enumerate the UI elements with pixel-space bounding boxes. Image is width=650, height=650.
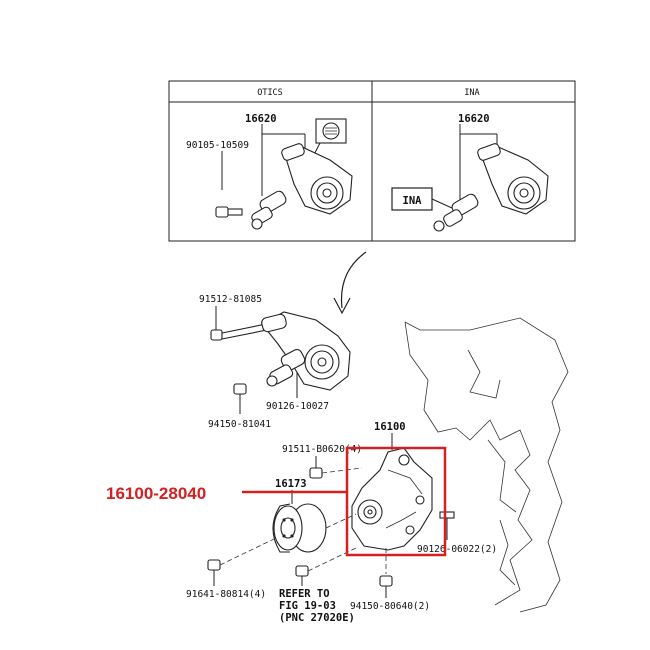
otics-tensioner-icon (251, 143, 353, 230)
pump-bolt-callout: 91511-B0620(4) (282, 444, 362, 468)
pulley-bolt-label: 91641-80814(4) (186, 589, 266, 600)
pump-nut-icon (379, 548, 393, 587)
otics-panel: 16620 90105-10509 (186, 113, 353, 230)
pulley-label: 16173 (275, 478, 307, 490)
pump-stud-label: 90126-06022(2) (417, 544, 497, 555)
refer-line-2: FIG 19-03 (279, 600, 336, 612)
otics-detail-circle (301, 118, 347, 179)
ina-badge-label: INA (403, 195, 423, 207)
otics-bolt-label: 90105-10509 (186, 140, 249, 151)
water-pump-callout: 16100 (374, 421, 406, 450)
ina-tensioner-icon (433, 143, 549, 232)
refer-line-1: REFER TO (279, 588, 330, 600)
refer-line-3: (PNC 27020E) (279, 612, 355, 624)
engine-block-outline (404, 317, 569, 613)
pump-bolt-label: 91511-B0620(4) (282, 444, 362, 455)
otics-bolt-icon (215, 206, 243, 218)
ina-panel: 16620 INA (391, 113, 549, 232)
pump-nut-callout: 94150-80640(2) (350, 586, 430, 612)
pump-bolt-icon (309, 467, 363, 479)
reference-arrow (333, 251, 367, 315)
pulley-icon (272, 503, 357, 553)
pump-stud-icon (439, 511, 455, 519)
tensioner-assembly-icon (261, 311, 351, 391)
pulley-bolt-icon (207, 537, 277, 571)
tensioner-stud-callout: 90126-10027 (266, 372, 329, 412)
highlight-callout: 16100-28040 (106, 446, 447, 557)
pulley-bolt-callout: 91641-80814(4) (186, 570, 266, 600)
pump-nut-label: 94150-80640(2) (350, 601, 430, 612)
water-pump-icon (351, 447, 433, 551)
tensioner-nut-icon (233, 383, 247, 395)
variant-inset-box: OTICS INA (168, 80, 576, 242)
tensioner-stud-label: 90126-10027 (266, 401, 329, 412)
tensioner-nut-callout: 94150-81041 (208, 394, 271, 430)
tensioner-bolt-label: 91512-81085 (199, 294, 262, 305)
header-otics: OTICS (257, 88, 283, 98)
highlight-part-number: 16100-28040 (106, 484, 206, 503)
tensioner-bolt-callout: 91512-81085 (199, 294, 262, 330)
refer-callout: REFER TO FIG 19-03 (PNC 27020E) (279, 576, 355, 624)
otics-tensioner-label: 16620 (245, 113, 277, 125)
header-ina: INA (464, 88, 479, 98)
ina-badge: INA (391, 187, 453, 211)
tensioner-nut-label: 94150-81041 (208, 419, 271, 430)
pump-stud-callout: 90126-06022(2) (417, 518, 497, 555)
highlight-box (345, 446, 447, 557)
ina-tensioner-label: 16620 (458, 113, 490, 125)
water-pump-label: 16100 (374, 421, 406, 433)
